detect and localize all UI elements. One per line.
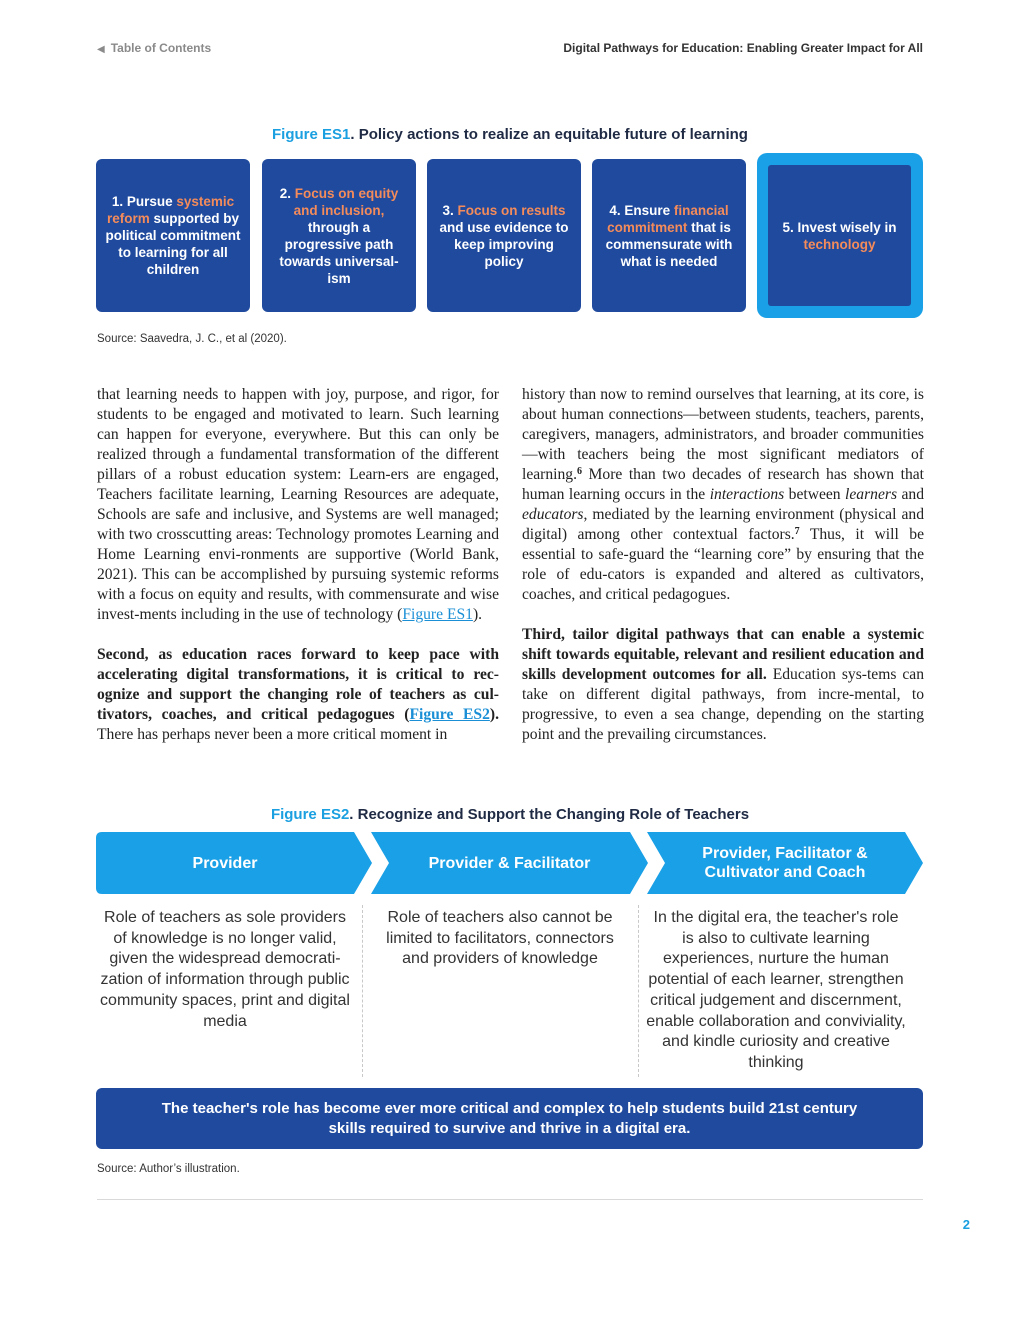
highlight-text: systemic reform (106, 194, 235, 226)
page-number: 2 (962, 1217, 970, 1232)
highlight-text: Focus on results (457, 202, 566, 218)
paragraph: history than now to remind ourselves tha… (522, 386, 924, 603)
figure-es1-label: Figure ES1 (272, 126, 351, 143)
figure-es2-source: Source: Author’s illustration. (97, 1163, 240, 1175)
left-triangle-icon: ◀ (97, 44, 105, 55)
figure-es2-title: Figure ES2. Recognize and Support the Ch… (0, 806, 1020, 823)
chevron-shape (371, 832, 648, 894)
paragraph: that learning needs to happen with joy, … (97, 386, 499, 623)
document-title: Digital Pathways for Education: Enabling… (563, 41, 923, 55)
body-column-right: history than now to remind ourselves tha… (522, 385, 924, 765)
footnote-7[interactable]: 7 (794, 526, 800, 537)
figure-es2-link[interactable]: Figure ES2 (409, 706, 490, 723)
body-column-left: that learning needs to happen with joy, … (97, 385, 499, 765)
box-text: that is commensurate with what is needed (605, 219, 733, 269)
chevron-shape (96, 832, 372, 894)
footnote-6[interactable]: 6 (577, 466, 582, 477)
stage-label: Provider, Facilitator & Cultivator and C… (702, 845, 868, 881)
divider (362, 905, 363, 1077)
summary-banner: The teacher's role has become ever more … (96, 1088, 923, 1149)
box-text: supported by political commitment to lea… (105, 211, 241, 277)
figure-es2-label: Figure ES2 (270, 806, 350, 823)
box-text: 2. (279, 185, 295, 201)
box-text: 3. (442, 202, 458, 218)
policy-box-5: 5. Invest wisely in technology (768, 165, 911, 306)
policy-box-3: 3. Focus on results and use evidence to … (427, 159, 581, 312)
toc-label: Table of Contents (110, 41, 212, 55)
highlight-text: financial commitment (607, 202, 729, 235)
paragraph: Third, tailor digital pathways that can … (522, 626, 924, 743)
box-text: 4. Ensure (609, 202, 674, 218)
policy-box-4: 4. Ensure financial commitment that is c… (592, 159, 746, 312)
highlight-text: Focus on equity and inclusion, (293, 185, 399, 218)
figure-es2-caption: . Recognize and Support the Changing Rol… (349, 806, 750, 823)
figure-es1-caption: . Policy actions to realize an equitable… (350, 126, 748, 143)
box-text: 5. Invest wisely in (782, 219, 897, 235)
divider (638, 905, 639, 1077)
policy-box-2: 2. Focus on equity and inclusion, throug… (262, 159, 416, 312)
stage-description-provider: Role of teachers as sole providers of kn… (100, 909, 350, 1030)
box-text: through a progressive path towards unive… (279, 219, 399, 286)
box-text: and use evidence to keep improving polic… (439, 219, 569, 269)
chevron-shape (647, 832, 923, 894)
stage-description-provider-facilitator: Role of teachers also cannot be limited … (386, 909, 614, 968)
stage-label: Provider (192, 854, 258, 872)
figure-es1-link[interactable]: Figure ES1 (402, 606, 473, 623)
stage-chevron-cultivator-coach: Provider, Facilitator & Cultivator and C… (647, 832, 923, 894)
footer-divider (97, 1199, 923, 1200)
figure-es1-source: Source: Saavedra, J. C., et al (2020). (97, 333, 287, 345)
stage-chevron-provider: Provider (96, 832, 372, 894)
highlight-text: technology (803, 236, 876, 252)
policy-box-1: 1. Pursue systemic reform supported by p… (96, 159, 250, 312)
box-text: 1. Pursue (111, 194, 177, 209)
stage-chevron-provider-facilitator: Provider & Facilitator (371, 832, 648, 894)
paragraph: Second, as education races forward to ke… (97, 646, 499, 743)
figure-es1-title: Figure ES1. Policy actions to realize an… (0, 126, 1020, 143)
stage-description-cultivator-coach: In the digital era, the teacher's role i… (646, 909, 906, 1071)
stage-label: Provider & Facilitator (428, 854, 591, 872)
toc-link[interactable]: ◀ Table of Contents (97, 41, 211, 55)
